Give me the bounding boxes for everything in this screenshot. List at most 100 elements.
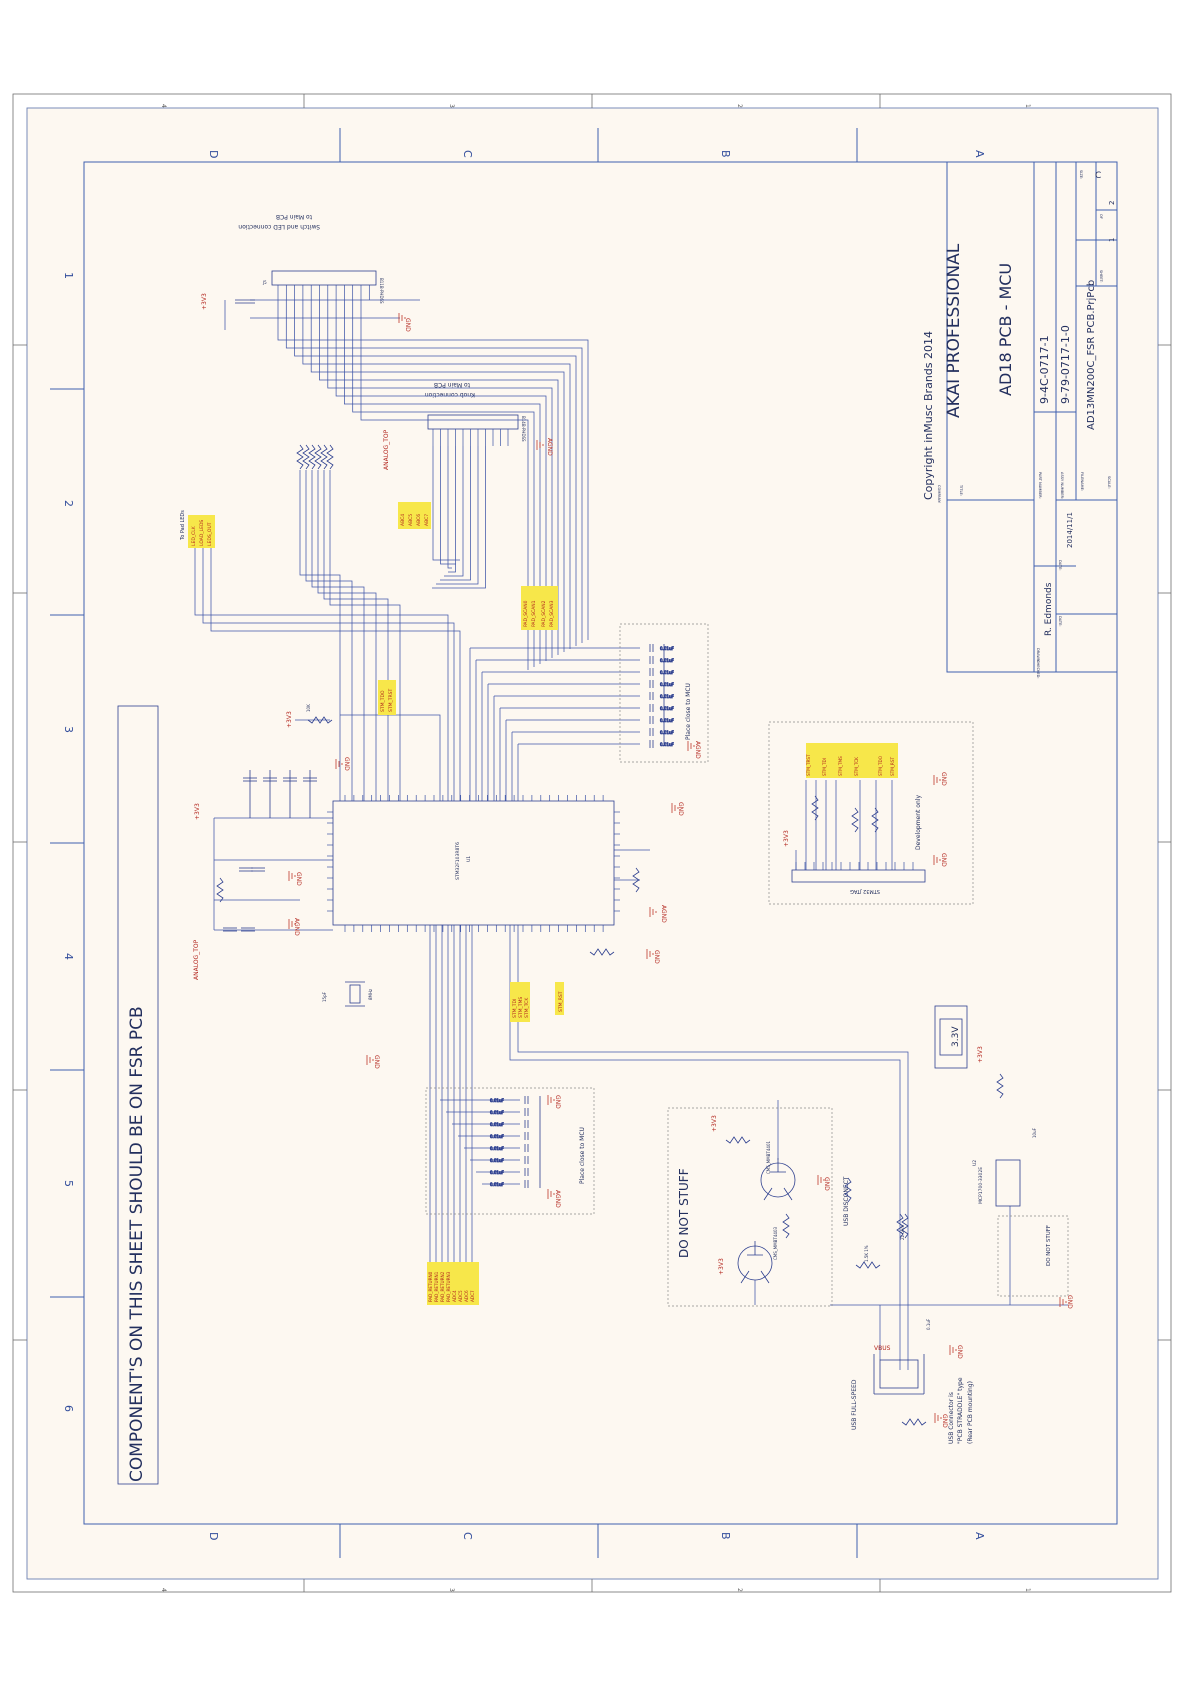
zone-ticks [50,128,858,1558]
power-wire [224,299,420,330]
resistor [632,867,640,893]
ground-symbol [547,1189,555,1199]
net-abc6: ABC6 [416,514,422,526]
mcu-part: STM32F103R8T6 [455,842,461,880]
gnd-label-8: GND [823,1177,830,1191]
bus-wire-j5 [302,300,571,649]
net-pad-return: PAD_RETURN2 [440,1271,445,1302]
do-not-stuff-group [667,1107,833,1307]
sheet-number: 1 [1108,238,1116,242]
filename: AD13MN200C_FSR PCB.PrjPcb [1086,280,1097,430]
usb-mounting-note: (Rear PCB mounting) [967,1381,974,1444]
zone-letter: A [973,150,986,158]
field-label-filename: FILENAME: [1080,472,1084,491]
place-close-note-1: Place close to MCU [685,683,692,740]
resistor [811,795,819,821]
resistor [307,716,333,724]
pad-led-labels: LED_CLK LOAD_LEDS LEDS_OUT [188,515,215,548]
cap-value: 0.01uF [660,742,674,747]
mcu-right-wire [614,849,650,881]
ground-symbol [933,775,941,785]
voltage-box [934,1005,968,1069]
bus-wire-j4 [432,446,460,561]
drawn-by: R. Edmonds [1044,582,1054,636]
connector-j5: J5 B11B-PHDSS [262,270,384,304]
small-cap-value: 0.1uF [926,1318,931,1330]
usb-fullspeed-note: USB FULL-SPEED [851,1379,858,1430]
ground-symbol [649,907,657,917]
gnd-label-11: GND [940,853,947,867]
bus-wire-pad-led [194,548,449,801]
zone-number: 5 [62,1180,75,1187]
voltage-note: 3.3V [951,1026,961,1047]
bus-wire-resistor [299,470,341,801]
border-col-label: 4 [160,104,167,108]
field-label-of: OF [1099,214,1103,219]
field-label-company: COMPANY: [937,485,941,504]
cap-value: 0.01uF [660,694,674,699]
gnd-label-13: GND [941,1414,948,1428]
bus-wire-pad-led [210,548,461,801]
ground-symbol [398,313,406,323]
transistors [737,1158,796,1284]
bus-wire-resistor [305,470,353,801]
zone-letter: A [973,1532,986,1540]
resistor [996,1073,1004,1099]
net-pad-return: ADC4 [452,1290,457,1302]
gnd-label-12: GND [1066,1295,1073,1309]
field-label-drawn: DRAWN: [1036,648,1040,663]
zone-number: 2 [62,500,75,507]
resistor [216,877,224,903]
bulk-cap-value: 10uF [1032,1127,1037,1138]
net-jtag: STM_TCK [854,757,859,776]
bus-wire-j5 [319,300,559,655]
resistor [296,444,304,470]
ground-symbol [288,871,296,881]
do-not-stuff-small: DO NOT STUFF [1046,1225,1052,1266]
border-top-labels: 4 3 2 1 4 3 2 1 [160,104,1031,1592]
net-abc4: ABC4 [400,514,406,526]
zone-letter: C [461,1532,474,1540]
zone-number: 1 [62,272,75,279]
v33-label: +3V3 [201,293,208,310]
gnd-label-7: GND [554,1095,561,1109]
jtag-top-labels: STM_TDO STM_TRST [378,680,396,715]
net-load-leds: LOAD_LEDS [199,520,205,546]
mcu-left-power [213,817,333,931]
sheet-of: 2 [1108,201,1116,205]
zone-letter: B [719,150,732,158]
cap-value: 0.01uF [660,706,674,711]
bus-wire-j4 [432,446,486,589]
ground-symbol [288,919,296,929]
v33-label-2: +3V3 [286,711,293,728]
v33-label-3: +3V3 [194,803,201,820]
resistor [855,1261,881,1269]
net-leds-out: LEDS_OUT [207,522,213,546]
bus-wire-j5 [327,300,553,658]
gnd-label: GND [404,318,411,332]
sheet-size: C [1095,171,1101,181]
net-stm-trst: STM_TRST [388,689,394,712]
switch-led-note: Switch and LED connection [238,223,320,230]
bus-wire-j4 [448,446,456,573]
ground-symbol [1059,1297,1067,1307]
resistor [901,1418,927,1426]
border-strip [13,94,1171,1592]
ldo-part: MCP1700-3302E [978,1167,984,1204]
ground-symbol [547,1095,555,1105]
zone-number: 6 [62,1405,75,1412]
place-close-group-1 [619,623,709,763]
connector-j4: B14B-PHDSS [427,414,526,446]
assy-number: 9-79-0717-1-0 [1059,325,1072,404]
border-col-label: 3 [448,104,455,108]
ground-symbol [934,1413,942,1423]
border-col-label: 2 [736,1588,743,1592]
title-block-field-labels: COMPANY: TITLE: PART NUMBER: ASSY NUMBER… [937,170,1111,679]
gnd-label-9: GND [956,1345,963,1359]
bus-wire-j4 [436,446,479,585]
net-pad-return: ADC5 [458,1290,463,1302]
resistor [896,1213,904,1239]
sheet-title: AD18 PCB - MCU [996,263,1015,396]
